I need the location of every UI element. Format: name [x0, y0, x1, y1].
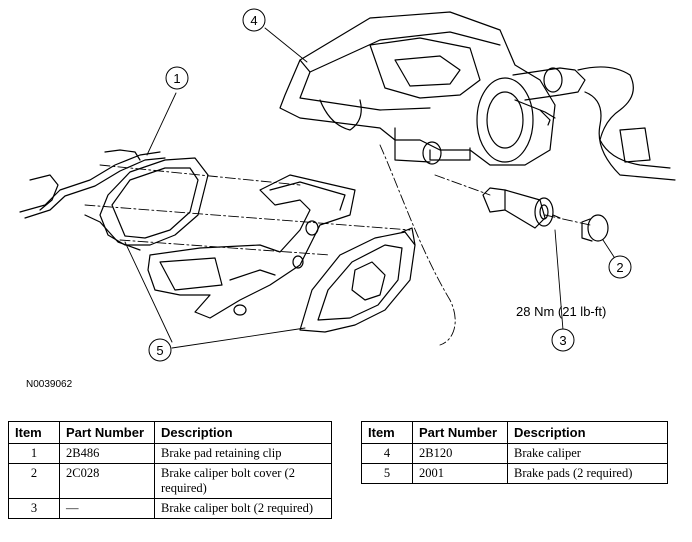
column-header-item: Item — [8, 421, 60, 444]
callout-1: 1 — [173, 71, 180, 86]
table-header-row: Item Part Number Description — [8, 421, 332, 444]
retaining-clip — [19, 149, 166, 219]
description-cell: Brake pads (2 required) — [507, 463, 668, 484]
item-cell: 3 — [8, 498, 60, 519]
item-cell: 2 — [8, 463, 60, 499]
bolt-cover — [581, 214, 609, 242]
item-cell: 5 — [361, 463, 413, 484]
part-number-cell: 2B486 — [59, 443, 155, 464]
brake-pad-inner — [84, 157, 209, 251]
description-cell: Brake caliper bolt (2 required) — [154, 498, 332, 519]
callout-numbers: 1 2 3 4 5 28 Nm (21 lb-ft) — [156, 13, 623, 358]
parts-table-left: Item Part Number Description 1 2B486 Bra… — [8, 421, 332, 519]
callout-circles — [148, 8, 632, 362]
part-number-cell: 2C028 — [59, 463, 155, 499]
figure-id: N0039062 — [26, 379, 73, 390]
part-number-cell: 2001 — [412, 463, 508, 484]
callout-2: 2 — [616, 260, 623, 275]
torque-label: 28 Nm (21 lb-ft) — [516, 304, 606, 319]
description-cell: Brake pad retaining clip — [154, 443, 332, 464]
column-header-description: Description — [507, 421, 668, 444]
description-cell: Brake caliper bolt cover (2 required) — [154, 463, 332, 499]
table-row: 4 2B120 Brake caliper — [361, 443, 668, 464]
description-cell: Brake caliper — [507, 443, 668, 464]
item-cell: 1 — [8, 443, 60, 464]
brake-pad-outer — [299, 227, 416, 333]
callout-3: 3 — [559, 333, 566, 348]
item-cell: 4 — [361, 443, 413, 464]
part-number-cell: 2B120 — [412, 443, 508, 464]
column-header-item: Item — [361, 421, 413, 444]
part-number-cell: — — [59, 498, 155, 519]
caliper-bolt — [482, 187, 561, 229]
parts-table-right: Item Part Number Description 4 2B120 Bra… — [361, 421, 668, 484]
callout-leaders — [124, 27, 617, 349]
table-row: 2 2C028 Brake caliper bolt cover (2 requ… — [8, 463, 332, 499]
table-header-row: Item Part Number Description — [361, 421, 668, 444]
column-header-part-number: Part Number — [59, 421, 155, 444]
column-header-part-number: Part Number — [412, 421, 508, 444]
table-row: 3 — Brake caliper bolt (2 required) — [8, 498, 332, 519]
callout-5: 5 — [156, 343, 163, 358]
brake-assembly-diagram: 1 2 3 4 5 28 Nm (21 lb-ft) — [19, 8, 676, 362]
brake-caliper — [279, 11, 676, 181]
table-row: 5 2001 Brake pads (2 required) — [361, 463, 668, 484]
caliper-bracket — [147, 174, 356, 319]
alignment-lines — [84, 144, 591, 346]
callout-4: 4 — [250, 13, 257, 28]
table-row: 1 2B486 Brake pad retaining clip — [8, 443, 332, 464]
column-header-description: Description — [154, 421, 332, 444]
